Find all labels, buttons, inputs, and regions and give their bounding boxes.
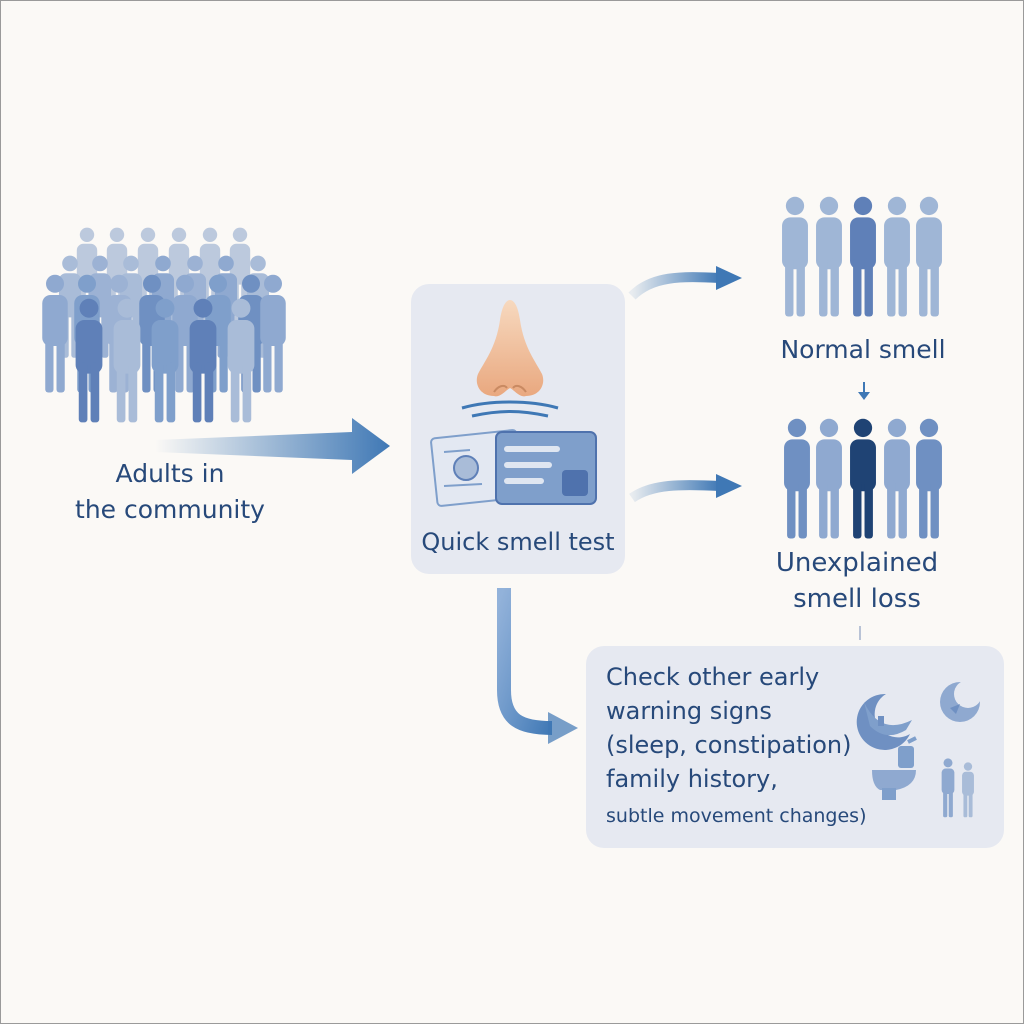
followup-line5: subtle movement changes) [606,805,867,827]
followup-text: Check other early warning signs (sleep, … [606,660,867,836]
arrow-to-test [155,418,390,474]
followup-line4: family history, [606,765,778,793]
smell-test-label: Quick smell test [421,528,615,556]
connector-arrow [858,382,870,400]
arrow-to-followup [497,588,578,744]
arrow-to-normal [628,266,742,300]
followup-panel [586,646,1004,848]
toilet-icon [872,736,917,800]
normal-smell-group-icon [782,196,942,317]
smell-loss-label-line2: smell loss [793,584,921,614]
smell-loss-label: Unexplained smell loss [752,545,962,617]
smell-loss-label-line1: Unexplained [775,548,939,578]
normal-smell-label: Normal smell [780,335,946,364]
smell-test-card-icon [430,429,597,507]
smell-loss-group-icon [784,418,942,539]
sleep-icon [856,693,912,750]
scent-waves-icon [461,400,559,418]
population-label-line1: Adults in [115,459,225,488]
population-label-line2: the community [75,495,265,524]
population-label: Adults in the community [60,456,280,528]
crowd-icon [42,227,286,423]
moon-icon [940,680,982,722]
followup-line1: Check other early [606,663,820,691]
arrow-to-loss [629,474,742,503]
followup-line2: warning signs [606,697,772,725]
nose-icon [476,300,544,397]
followup-line3: (sleep, constipation) [606,731,852,759]
